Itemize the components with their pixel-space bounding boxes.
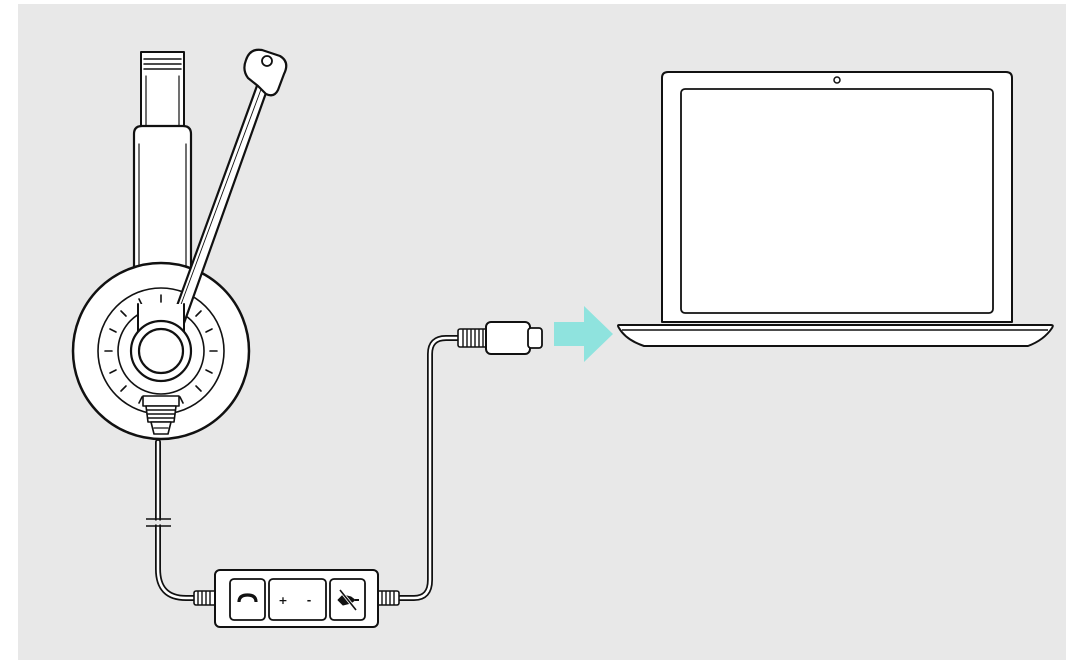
laptop-screen	[680, 88, 994, 314]
connection-diagram: + -	[18, 4, 1066, 660]
phone-hook-icon	[237, 593, 258, 603]
control-left-strain-relief	[193, 590, 217, 606]
volume-rocker: + -	[268, 578, 327, 621]
illustration-panel: + -	[18, 4, 1066, 660]
volume-down-label: -	[307, 594, 312, 607]
mute-icon	[337, 589, 359, 611]
call-button	[229, 578, 266, 621]
usb-c-plug-icon	[457, 321, 543, 355]
cable-control-to-usb-inner	[398, 336, 462, 600]
control-right-strain-relief	[376, 590, 400, 606]
arrow-right-icon	[554, 306, 613, 362]
laptop-camera	[833, 76, 841, 84]
volume-up-label: +	[278, 594, 287, 607]
inline-control-unit-icon: + -	[193, 569, 400, 628]
headset-with-boom-mic-icon	[71, 48, 288, 441]
cable-break-mark	[146, 518, 171, 527]
cable-break-gap	[154, 520, 163, 525]
cable-headset-to-control-inner	[156, 440, 202, 600]
laptop-icon	[617, 71, 1054, 347]
mute-button	[329, 578, 366, 621]
